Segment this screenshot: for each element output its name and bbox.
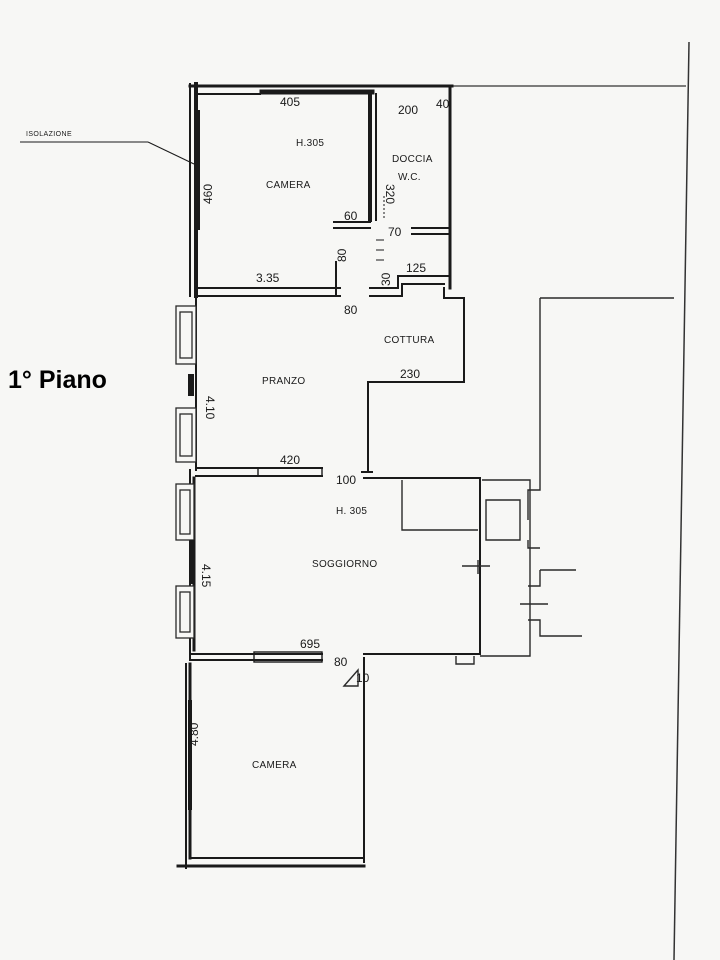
dim-70: 70 bbox=[388, 225, 402, 239]
dim-460: 460 bbox=[201, 184, 215, 204]
interior-walls bbox=[189, 92, 451, 663]
dim-480: 4.80 bbox=[187, 722, 201, 746]
dim-80-c: 80 bbox=[334, 655, 348, 669]
dim-80-b: 80 bbox=[344, 303, 358, 317]
height-label-camera-top: H.305 bbox=[296, 138, 324, 149]
dim-60: 60 bbox=[344, 209, 358, 223]
isolazione-arrow bbox=[147, 141, 195, 165]
dim-40: 40 bbox=[436, 97, 450, 111]
dim-405: 405 bbox=[280, 95, 300, 109]
adjacent-unit bbox=[401, 297, 674, 665]
room-label-cottura: COTTURA bbox=[384, 335, 434, 346]
dim-420: 420 bbox=[280, 453, 300, 467]
door-swing bbox=[342, 668, 359, 687]
room-label-camera-bottom: CAMERA bbox=[252, 760, 297, 771]
dim-415: 4.15 bbox=[199, 564, 213, 588]
windows bbox=[175, 110, 200, 810]
height-label-soggiorno: H. 305 bbox=[336, 506, 367, 517]
page-right-border bbox=[673, 41, 690, 960]
dim-200: 200 bbox=[398, 103, 418, 117]
dim-230: 230 bbox=[400, 367, 420, 381]
fixture-marks bbox=[376, 196, 385, 261]
dim-30: 30 bbox=[379, 272, 393, 286]
dim-695: 695 bbox=[300, 637, 320, 651]
room-label-pranzo: PRANZO bbox=[262, 376, 305, 387]
room-label-wc: W.C. bbox=[398, 172, 421, 183]
dim-10: 10 bbox=[356, 671, 370, 685]
room-label-soggiorno: SOGGIORNO bbox=[312, 559, 377, 570]
dim-80-a: 80 bbox=[335, 248, 349, 262]
dim-335: 3.35 bbox=[256, 271, 280, 285]
annotation-isolazione: ISOLAZIONE bbox=[26, 131, 72, 138]
dim-125: 125 bbox=[406, 261, 426, 275]
room-label-doccia: DOCCIA bbox=[392, 154, 433, 165]
dim-410: 4.10 bbox=[203, 396, 217, 420]
dim-320: 320 bbox=[383, 184, 397, 204]
room-label-camera-top: CAMERA bbox=[266, 180, 311, 191]
dim-100: 100 bbox=[336, 473, 356, 487]
floor-title: 1° Piano bbox=[8, 366, 107, 394]
